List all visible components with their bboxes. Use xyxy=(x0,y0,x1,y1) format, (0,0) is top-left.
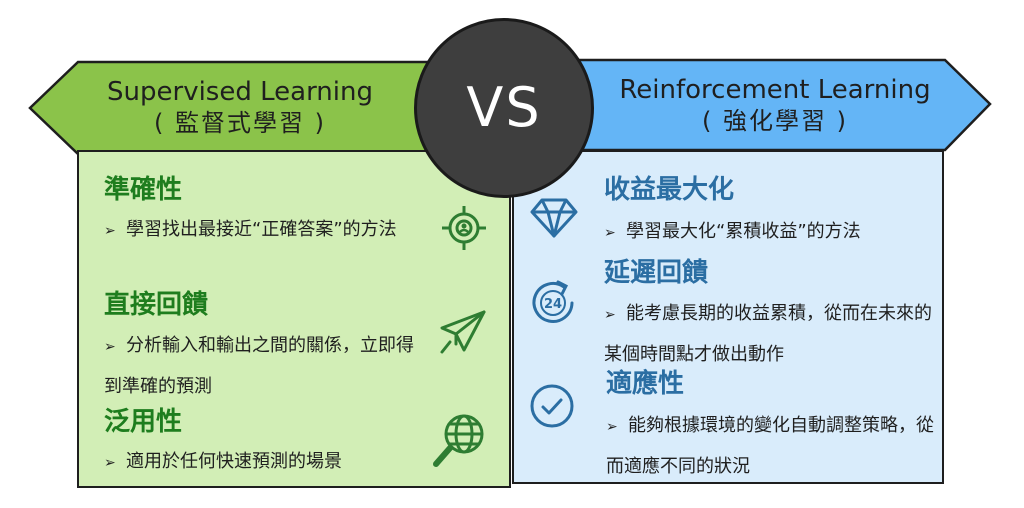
feature-desc-reward-max: ➢學習最大化“累積收益”的方法 xyxy=(604,212,934,253)
bullet-arrow: ➢ xyxy=(104,339,116,355)
feature-desc-accuracy: ➢學習找出最接近“正確答案”的方法 xyxy=(104,210,426,251)
feature-desc-delayed-feedback: ➢能考慮長期的收益累積，從而在未來的某個時間點才做出動作 xyxy=(604,294,934,374)
vs-label: VS xyxy=(466,76,542,139)
target-icon xyxy=(442,206,486,250)
supervised-subtitle: ( 監督式學習 ) xyxy=(154,109,326,137)
feature-desc-generality: ➢適用於任何快速預測的場景 xyxy=(104,442,426,483)
paper-plane-icon xyxy=(440,310,486,354)
bullet-arrow: ➢ xyxy=(104,223,116,239)
reinforcement-title: Reinforcement Learning xyxy=(619,75,931,105)
feature-title-delayed-feedback: 延遲回饋 xyxy=(604,258,709,288)
check-circle-icon xyxy=(530,384,574,428)
bullet-arrow: ➢ xyxy=(606,419,618,435)
bullet-arrow: ➢ xyxy=(104,455,116,471)
reinforcement-panel xyxy=(512,150,944,484)
reinforcement-subtitle: ( 強化學習 ) xyxy=(702,107,848,135)
bullet-arrow: ➢ xyxy=(604,225,616,241)
globe-search-icon xyxy=(433,414,484,467)
feature-desc-direct-feedback: ➢分析輸入和輸出之間的關係，立即得到準確的預測 xyxy=(104,326,426,406)
feature-title-accuracy: 準確性 xyxy=(104,175,183,205)
feature-title-reward-max: 收益最大化 xyxy=(604,175,735,205)
feature-title-generality: 泛用性 xyxy=(104,407,183,437)
supervised-panel xyxy=(77,150,511,488)
clock-24-label: 24 xyxy=(544,297,562,312)
vs-circle xyxy=(414,18,594,198)
diamond-icon xyxy=(530,198,578,238)
feature-title-direct-feedback: 直接回饋 xyxy=(104,290,209,320)
clock-24-icon: 24 xyxy=(532,280,574,323)
bullet-arrow: ➢ xyxy=(604,307,616,323)
supervised-title: Supervised Learning xyxy=(107,77,373,107)
feature-title-adaptability: 適應性 xyxy=(606,369,685,399)
feature-desc-adaptability: ➢能夠根據環境的變化自動調整策略，從而適應不同的狀況 xyxy=(606,406,936,486)
